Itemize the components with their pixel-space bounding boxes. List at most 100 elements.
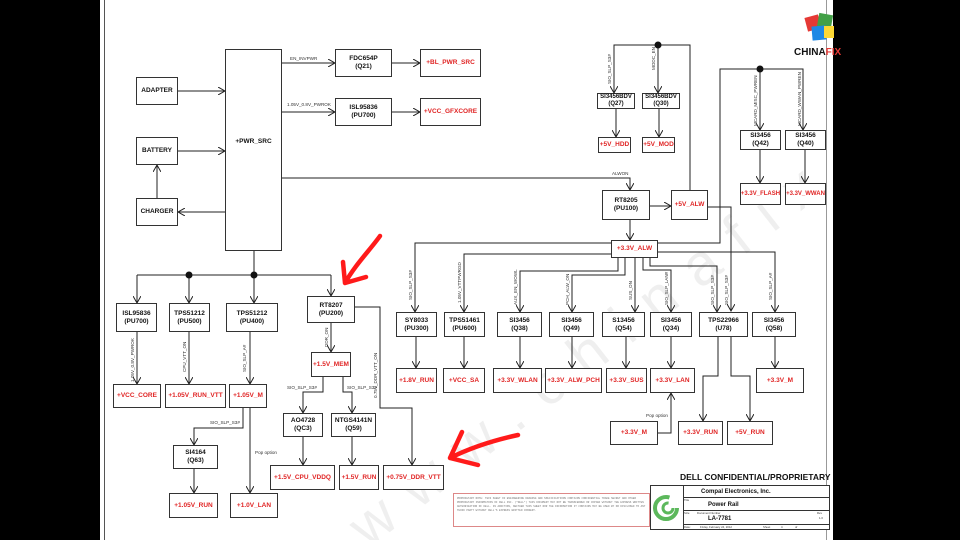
rail-label: +1.05V_M [233, 392, 263, 399]
part-number: SI3456 [509, 316, 530, 324]
signal-label: SIO_SLP_S3# [287, 385, 317, 390]
rail-3v3-alw: +3.3V_ALW [611, 240, 658, 258]
part-number: FDC654P [349, 55, 378, 62]
rail-1v0-lan: +1.0V_LAN [230, 493, 278, 518]
doc-number-label: Document Number [697, 511, 721, 515]
block-label: ADAPTER [141, 87, 173, 94]
rail-label: +1.0V_LAN [236, 501, 272, 509]
qc3-block: AO4728(QC3) [283, 413, 323, 437]
wire-group [137, 44, 805, 493]
ref-designator: (PU600) [452, 324, 477, 332]
signal-label: 0.75V_DDR_VTT_ON [373, 353, 378, 398]
signal-label: DDR_ON [324, 328, 329, 347]
junction-dot [250, 271, 258, 279]
ref-designator: (Q49) [563, 324, 580, 332]
date-label: Date: [684, 525, 691, 529]
rail-1v05-run: +1.05V_RUN [169, 493, 218, 518]
rail-1v8-run: +1.8V_RUN [396, 368, 437, 393]
block-label: +PWR_SRC [235, 138, 272, 145]
rail-3v3-wlan: +3.3V_WLAN [493, 368, 542, 393]
ref-designator: (Q34) [662, 324, 680, 332]
signal-label: Pop option [646, 413, 668, 418]
part-number: TPS51461 [449, 316, 480, 324]
rail-label: +3.3V_ALW [616, 245, 653, 252]
rail-label: +5V_RUN [735, 429, 765, 436]
q58-block: SI3456(Q58) [752, 312, 796, 337]
part-number: SI3456 [750, 132, 771, 139]
rail-label: +VCC_CORE [117, 392, 157, 399]
part-number: AO4728 [290, 417, 316, 424]
rail-label: +VCC_GFXCORE [423, 108, 478, 115]
part-number: SI3456BDV [600, 94, 632, 100]
svg-text:CHINAFIX: CHINAFIX [794, 47, 842, 58]
rail-1v05-run-vtt: +1.05V_RUN_VTT [165, 384, 226, 408]
part-number: TPS51212 [236, 309, 268, 317]
part-number: TPS22966 [708, 316, 739, 324]
block-label: BATTERY [142, 147, 172, 154]
signal-label: SIO_SLP_S3# [607, 54, 612, 84]
q49-block: SI3456(Q49) [549, 312, 594, 337]
company-name: Compal Electronics, Inc. [701, 489, 771, 495]
part-number: SI3456 [763, 316, 785, 324]
rail-label: +VCC_SA [448, 376, 480, 384]
signal-label: 1.05V_0.8V_PWROK [130, 337, 135, 382]
q42-block: SI3456(Q42) [740, 130, 781, 150]
rail-5v-mod: +5V_MOD [642, 137, 675, 153]
signal-label: SIO_SLP_A# [242, 344, 247, 372]
ref-designator: (QC3) [294, 425, 312, 432]
signal-label: SUS_ON [628, 281, 633, 300]
charger-block: CHARGER [136, 198, 178, 226]
signal-label: 1.05V_0.8V_PWROK [287, 102, 332, 107]
ref-designator: (PU300) [404, 324, 429, 332]
rail-label: +3.3V_RUN [683, 429, 718, 436]
rail-label: +1.5V_CPU_VDDQ [274, 473, 331, 481]
part-number: RT8207 [319, 301, 343, 309]
title-block: Compal Electronics, Inc. Title Power Rai… [650, 485, 830, 530]
signal-label: SIO_SLP_S3# [724, 275, 729, 305]
rail-3v3-lan: +3.3V_LAN [650, 368, 695, 393]
rail-label: +3.3V_WWAN [786, 191, 825, 197]
rail-label: +3.3V_M [766, 376, 794, 384]
pu200-block: RT8207(PU200) [307, 296, 355, 323]
sheet-border-left [104, 0, 105, 540]
part-number: RT8205 [614, 197, 638, 204]
ref-designator: (PU100) [613, 205, 639, 212]
part-number: ISL95836 [122, 309, 151, 317]
doc-number: LA-7781 [708, 516, 732, 522]
rail-label: +1.05V_RUN [174, 501, 213, 509]
signal-label: SIO_SLP_LAN# [664, 271, 669, 305]
part-number: SI3456BDV [645, 94, 677, 100]
rail-1v5-mem: +1.5V_MEM [311, 352, 351, 377]
pu300-block: SY8033(PU300) [396, 312, 437, 337]
rail-label: +BL_PWR_SRC [426, 59, 475, 66]
block-label: CHARGER [140, 208, 174, 215]
ref-designator: (Q59) [345, 425, 362, 432]
ref-designator: (Q30) [653, 101, 669, 107]
pu500-block: TPS51212(PU500) [169, 303, 210, 332]
signal-label: MCARD_MISC_PWREN [753, 75, 758, 126]
chinafix-logo: CHINAFIX [792, 12, 852, 62]
size-label: Size [684, 511, 690, 515]
part-number: TPS51212 [174, 309, 205, 317]
ref-designator: (Q21) [355, 63, 372, 70]
proprietary-note: PROPRIETARY NOTE: THIS SHEET OF ENGINEER… [453, 493, 650, 527]
rail-3v3-m-pop: +3.3V_M [610, 421, 658, 445]
junction-dot [756, 65, 764, 73]
rail-vcc-sa: +VCC_SA [443, 368, 485, 393]
q21-block: FDC654P(Q21) [335, 49, 392, 77]
ref-designator: (Q54) [615, 324, 632, 332]
signal-label: SIO_SLP_S3# [710, 275, 715, 305]
rail-vcc-gfxcore: +VCC_GFXCORE [420, 98, 481, 126]
pu700-block: ISL95836(PU700) [116, 303, 157, 332]
rail-3v3-flash: +3.3V_FLASH [740, 183, 781, 205]
compal-logo-icon [653, 495, 679, 521]
rev-label: Rev [817, 511, 822, 515]
rail-1v5-cpu-vddq: +1.5V_CPU_VDDQ [270, 465, 335, 490]
signal-label: SIO_SLP_S3# [347, 385, 377, 390]
ref-designator: (PU400) [239, 317, 265, 325]
junction-dot [185, 271, 193, 279]
pwr-src-block: +PWR_SRC [225, 49, 282, 251]
rail-3v3-sus: +3.3V_SUS [606, 368, 647, 393]
signal-label: Pop option [255, 450, 277, 455]
